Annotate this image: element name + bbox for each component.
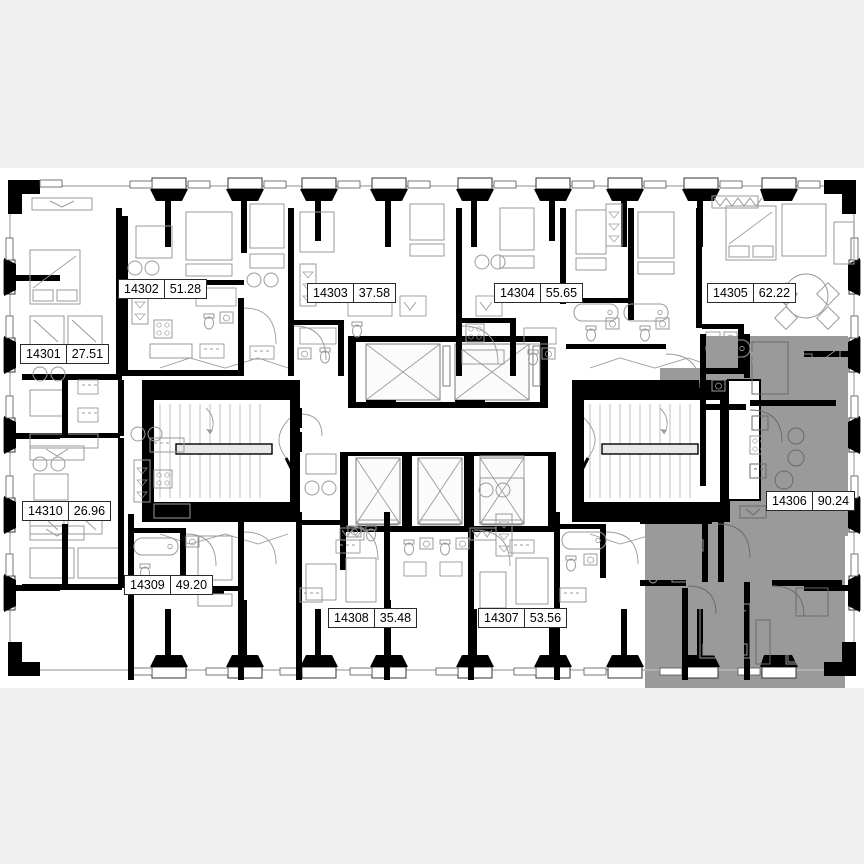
central-lobby[interactable] bbox=[292, 408, 608, 452]
facade-columns-left bbox=[3, 237, 60, 612]
apartment-area: 51.28 bbox=[163, 280, 206, 298]
apartment-id: 14308 bbox=[334, 611, 369, 625]
apartment-14303-furniture bbox=[246, 203, 337, 364]
apartment-area: 49.20 bbox=[169, 576, 212, 594]
apartment-id: 14303 bbox=[313, 286, 348, 300]
apartment-id: 14302 bbox=[124, 282, 159, 296]
apartment-14302-furniture bbox=[127, 211, 277, 359]
west-stairwell[interactable] bbox=[142, 357, 300, 545]
apartment-label-14306[interactable]: 14306 90.24 bbox=[766, 491, 856, 511]
apartment-14307-walls bbox=[468, 512, 606, 680]
apartment-label-14310[interactable]: 14310 26.96 bbox=[22, 501, 112, 521]
apartment-14304-furniture bbox=[409, 203, 557, 366]
apartment-area: 90.24 bbox=[811, 492, 854, 510]
apartment-area: 27.51 bbox=[65, 345, 108, 363]
apartment-14305-walls bbox=[566, 208, 744, 374]
apartment-14305-furniture bbox=[573, 195, 855, 389]
apartment-14308-furniture bbox=[299, 453, 379, 603]
facade-columns-top bbox=[8, 177, 856, 253]
apartment-id: 14310 bbox=[28, 504, 63, 518]
apartment-label-14309[interactable]: 14309 49.20 bbox=[124, 575, 214, 595]
apartment-area: 26.96 bbox=[67, 502, 110, 520]
north-elevator-bank[interactable] bbox=[348, 336, 548, 408]
east-stairwell[interactable] bbox=[572, 357, 761, 545]
apartment-label-14307[interactable]: 14307 53.56 bbox=[478, 608, 568, 628]
apartment-label-14301[interactable]: 14301 27.51 bbox=[20, 344, 110, 364]
apartment-area: 35.48 bbox=[373, 609, 416, 627]
apartment-id: 14301 bbox=[26, 347, 61, 361]
apartment-id: 14306 bbox=[772, 494, 807, 508]
apartment-14306-walls bbox=[640, 334, 842, 680]
apartment-id: 14304 bbox=[500, 286, 535, 300]
apartment-id: 14305 bbox=[713, 286, 748, 300]
interior-partitions bbox=[62, 380, 124, 588]
apartment-label-14305[interactable]: 14305 62.22 bbox=[707, 283, 797, 303]
apartment-area: 53.56 bbox=[523, 609, 566, 627]
floor-plan-canvas[interactable]: 14301 27.51 14302 51.28 14303 37.58 1430… bbox=[0, 168, 864, 688]
apartment-area: 62.22 bbox=[752, 284, 795, 302]
apartment-14303-walls bbox=[288, 208, 344, 376]
apartment-label-14304[interactable]: 14304 55.65 bbox=[494, 283, 584, 303]
apartment-14309-furniture bbox=[29, 426, 277, 607]
apartment-area: 37.58 bbox=[352, 284, 395, 302]
apartment-label-14302[interactable]: 14302 51.28 bbox=[118, 279, 208, 299]
apartment-id: 14307 bbox=[484, 611, 519, 625]
apartment-14304-walls bbox=[456, 208, 566, 376]
apartment-14307-furniture bbox=[473, 455, 639, 609]
apartment-label-14308[interactable]: 14308 35.48 bbox=[328, 608, 418, 628]
lower-core-service-fixtures bbox=[335, 527, 535, 577]
apartment-area: 55.65 bbox=[539, 284, 582, 302]
apartment-id: 14309 bbox=[130, 578, 165, 592]
apartment-label-14303[interactable]: 14303 37.58 bbox=[307, 283, 397, 303]
south-elevator-bank[interactable] bbox=[340, 450, 556, 532]
floor-plan-drawing[interactable] bbox=[0, 168, 864, 688]
apartment-14306-furniture bbox=[645, 339, 841, 665]
